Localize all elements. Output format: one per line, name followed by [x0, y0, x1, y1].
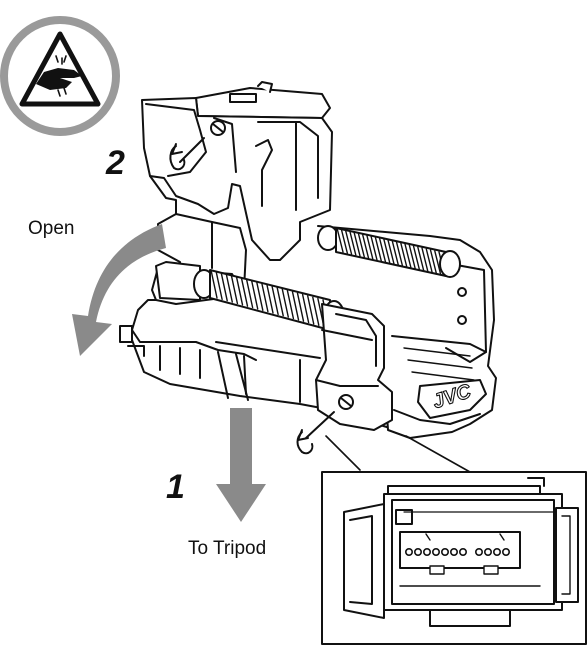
- front-body: [215, 303, 393, 431]
- caution-badge: [0, 16, 120, 136]
- adapter-tray: JVC: [317, 225, 497, 439]
- rear-spring-rod: [317, 225, 461, 278]
- step-two-label: 2: [106, 144, 125, 182]
- rotate-arrow-icon-1: [296, 411, 335, 455]
- step-one-label: 1: [166, 468, 185, 506]
- open-label: Open: [28, 218, 75, 239]
- open-arrow: [72, 224, 166, 356]
- to-tripod-label: To Tripod: [188, 538, 267, 559]
- rotate-arrow-icon-2: [169, 137, 205, 171]
- hand-pinch-warning-icon: [19, 31, 101, 107]
- front-handle-frame: [155, 261, 345, 332]
- bottom-view-inset: [321, 435, 587, 645]
- down-arrow: [216, 408, 266, 522]
- connector-pins: [404, 547, 510, 556]
